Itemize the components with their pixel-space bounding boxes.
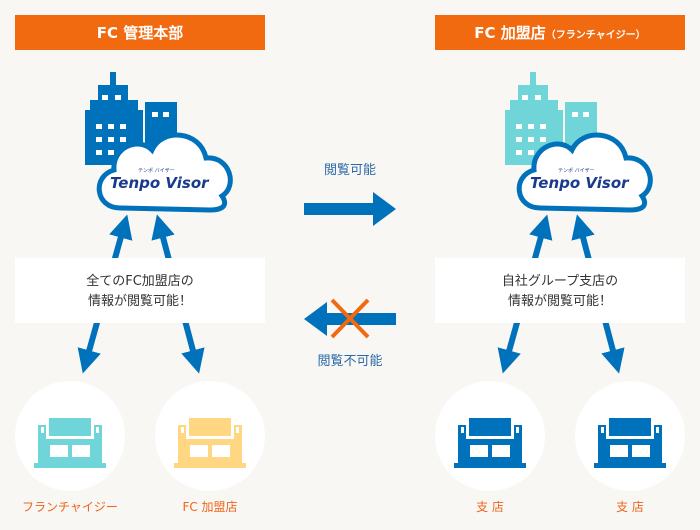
svg-text:支 店: 支 店 xyxy=(476,500,504,514)
shop-icon: Shop xyxy=(594,415,666,468)
header-fc-franchisee: FC 加盟店（フランチャイジー） xyxy=(435,15,685,50)
cross-icon xyxy=(330,298,370,339)
svg-text:FC 加盟店: FC 加盟店 xyxy=(182,500,237,514)
svg-text:テンポ バイザー: テンポ バイザー xyxy=(558,167,595,174)
shop-branch: Shop 支 店 xyxy=(435,381,545,514)
svg-text:Shop: Shop xyxy=(194,421,225,434)
hq-building-icon xyxy=(85,72,177,165)
franchisee-info-box: 自社グループ支店の 情報が閲覧可能！ xyxy=(435,258,685,323)
svg-text:支 店: 支 店 xyxy=(616,500,644,514)
hq-info-box: 全てのFC加盟店の 情報が閲覧可能！ xyxy=(15,258,265,323)
logo-text: Tenpo Visor xyxy=(530,174,630,192)
shop-branch: Shop 支 店 xyxy=(575,381,685,514)
svg-text:情報が閲覧可能！: 情報が閲覧可能！ xyxy=(88,293,192,309)
svg-text:テンポ バイザー: テンポ バイザー xyxy=(138,167,175,174)
svg-text:自社グループ支店の: 自社グループ支店の xyxy=(502,273,618,289)
viewable-label: 閲覧可能 xyxy=(324,162,376,178)
shop-icon: Shop xyxy=(34,415,106,468)
shop-fc-store: Shop FC 加盟店 xyxy=(155,381,265,514)
shop-icon: Shop xyxy=(174,415,246,468)
header-subtitle: （フランチャイジー） xyxy=(546,28,646,41)
svg-text:Shop: Shop xyxy=(614,421,645,434)
shop-franchisee: Shop フランチャイジー xyxy=(15,381,125,514)
svg-text:全てのFC加盟店の: 全てのFC加盟店の xyxy=(86,273,194,289)
svg-text:Shop: Shop xyxy=(54,421,85,434)
logo-text: Tenpo Visor xyxy=(110,174,210,192)
svg-text:FC 加盟店（フランチャイジー）: FC 加盟店（フランチャイジー） xyxy=(474,24,645,42)
tenpo-visor-cloud-icon: テンポ バイザー Tenpo Visor xyxy=(519,135,650,210)
header-title: FC 加盟店 xyxy=(474,24,545,42)
arrow-right-icon xyxy=(304,192,396,226)
svg-text:情報が閲覧可能！: 情報が閲覧可能！ xyxy=(508,293,612,309)
svg-text:フランチャイジー: フランチャイジー xyxy=(22,500,118,514)
header-fc-headquarters: FC 管理本部 xyxy=(15,15,265,50)
svg-text:Shop: Shop xyxy=(474,421,505,434)
header-title: FC 管理本部 xyxy=(97,24,183,42)
shop-icon: Shop xyxy=(454,415,526,468)
not-viewable-label: 閲覧不可能 xyxy=(317,353,382,369)
tenpo-visor-cloud-icon: テンポ バイザー Tenpo Visor xyxy=(99,135,230,210)
